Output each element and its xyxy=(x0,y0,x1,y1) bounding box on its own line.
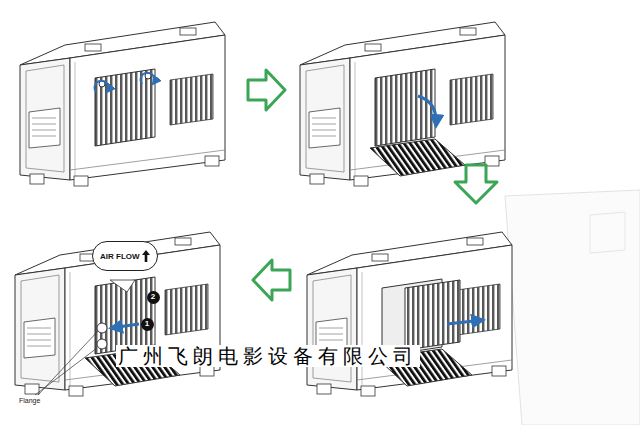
watermark: 广州飞朗电影设备有限公司 xyxy=(116,345,420,367)
callout-number: 1 xyxy=(141,318,154,331)
airflow-callout: AIR FLOW xyxy=(92,241,158,271)
node-text: AIR FLOW xyxy=(100,252,140,261)
node-text: 1 xyxy=(145,320,149,328)
airflow-arrow xyxy=(142,250,150,262)
part-label: Flange xyxy=(18,397,41,404)
callout-number: 2 xyxy=(147,291,160,304)
node-text: 2 xyxy=(151,293,155,301)
